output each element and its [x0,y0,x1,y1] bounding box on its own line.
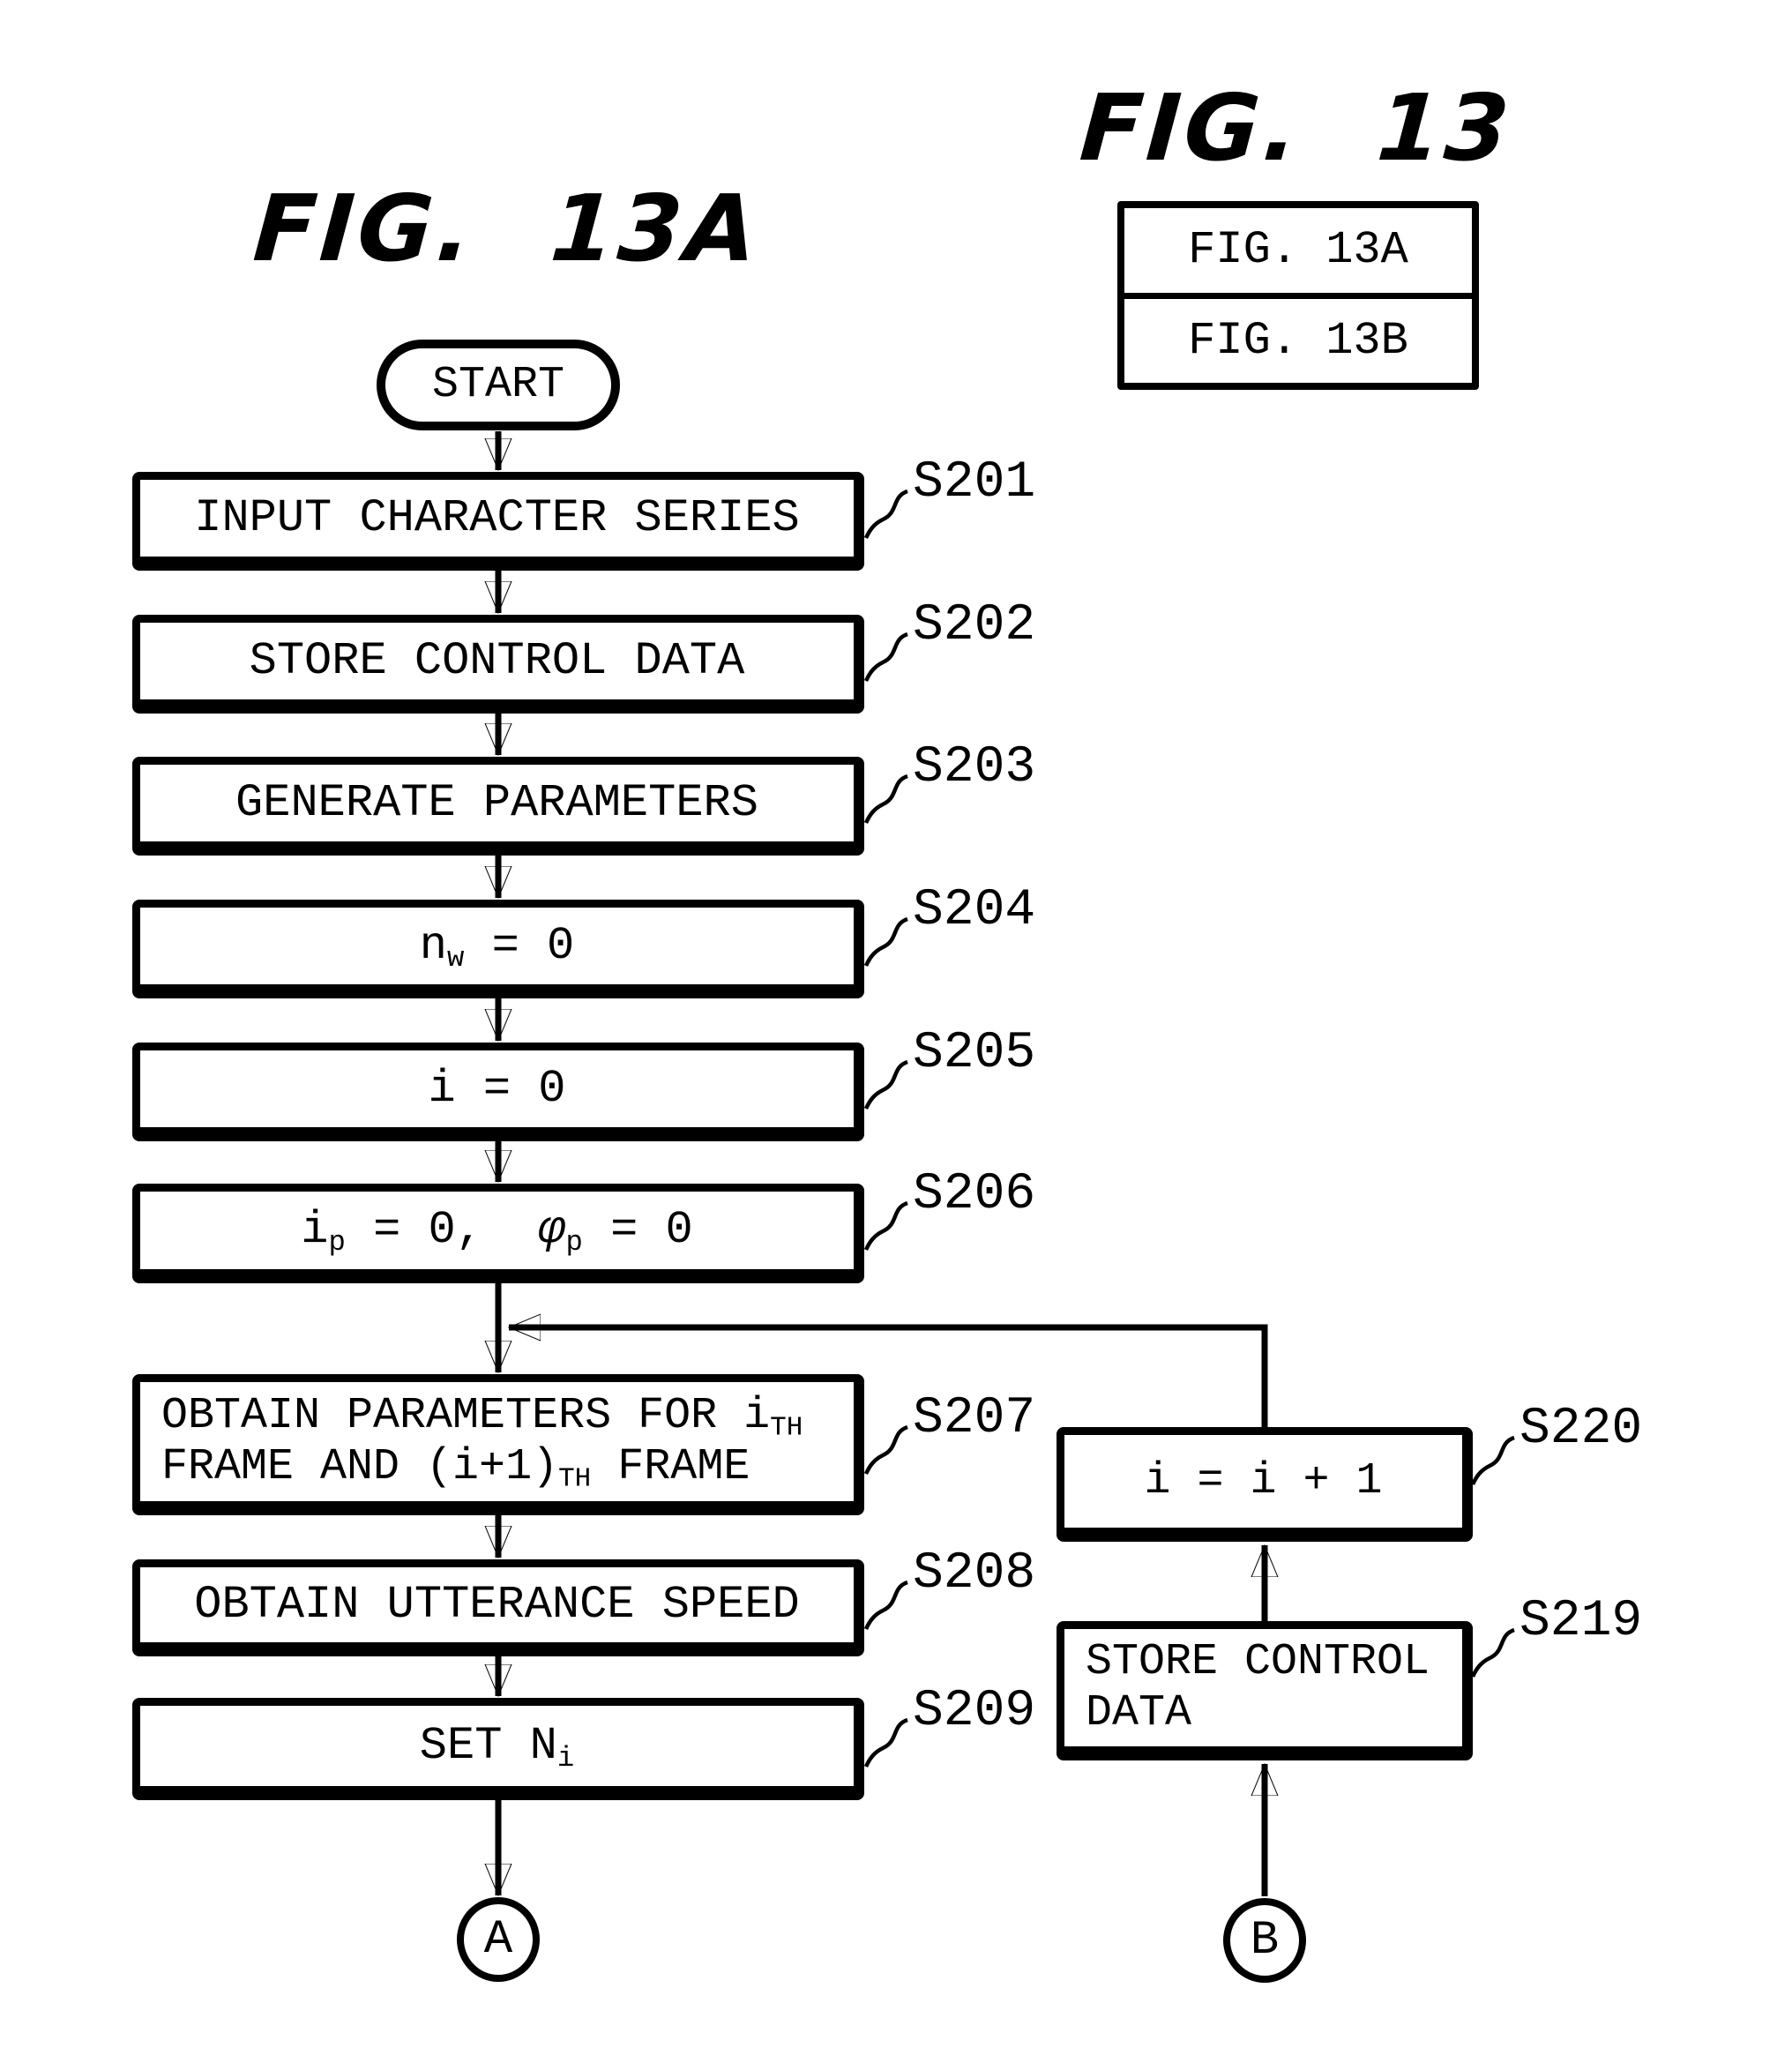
step-text-s219-line2: DATA [1086,1687,1192,1738]
subscript-p: p [328,1226,346,1259]
step-text-s204: nw = 0 [420,920,574,973]
figure-13-title: FIG. 13 [1076,74,1517,182]
step-label-s208: S208 [913,1545,1036,1603]
step-label-s203: S203 [913,739,1036,796]
key-table-row-13a: FIG. 13A [1124,208,1472,299]
step-text-s202: STORE CONTROL DATA [249,634,745,687]
step-box-s208: OBTAIN UTTERANCE SPEED [132,1559,864,1656]
offpage-connector-b: B [1223,1898,1306,1983]
step-label-s201: S201 [913,454,1036,512]
step-label-s206: S206 [913,1166,1036,1223]
subscript-th: TH [770,1412,803,1444]
step-text-s220: i = i + 1 [1144,1455,1383,1506]
step-text-s203: GENERATE PARAMETERS [235,776,758,829]
key-table-row-13b: FIG. 13B [1188,314,1408,367]
text-segment: = 0, [345,1204,539,1257]
step-box-s219: STORE CONTROL DATA [1057,1621,1473,1760]
leader-s219 [1470,1627,1515,1678]
subscript-i: i [556,1741,575,1775]
connector-a-label: A [483,1912,513,1967]
figure-key-table: FIG. 13A FIG. 13B [1117,201,1479,390]
step-box-s206: ip = 0, φp = 0 [132,1184,864,1283]
text-segment: FRAME [591,1441,750,1492]
feedback-line-s220-to-junction [509,1327,1268,1427]
text-segment: OBTAIN PARAMETERS FOR i [161,1391,771,1441]
step-box-s205: i = 0 [132,1043,864,1141]
step-label-s204: S204 [913,882,1036,939]
leader-s201 [863,489,908,539]
text-segment: FRAME AND (i+1) [161,1441,559,1492]
start-terminal: START [377,340,620,430]
step-text-s209: SET Ni [420,1720,574,1773]
step-text-s207-line1: OBTAIN PARAMETERS FOR iTH [161,1391,803,1442]
step-label-s202: S202 [913,597,1036,654]
step-text-s206: ip = 0, φp = 0 [301,1204,692,1257]
leader-s220 [1470,1435,1515,1485]
subscript-p: p [565,1226,583,1259]
step-text-s205: i = 0 [428,1062,566,1115]
text-segment: i [301,1204,329,1257]
step-text-s219-line1: STORE CONTROL [1086,1637,1430,1687]
step-box-s207: OBTAIN PARAMETERS FOR iTH FRAME AND (i+1… [132,1374,864,1515]
step-label-s209: S209 [913,1683,1036,1740]
leader-s202 [863,632,908,682]
leader-s204 [863,916,908,967]
leader-s203 [863,774,908,824]
text-segment: = 0 [582,1204,693,1257]
step-box-s209: SET Ni [132,1698,864,1800]
subscript-w: w [447,941,465,975]
step-text-s207-line2: FRAME AND (i+1)TH FRAME [161,1442,750,1493]
step-box-s202: STORE CONTROL DATA [132,615,864,714]
step-label-s219: S219 [1519,1593,1643,1650]
step-box-s203: GENERATE PARAMETERS [132,757,864,856]
phi-symbol: φ [538,1204,566,1257]
text-segment: SET N [419,1719,557,1772]
step-box-s204: nw = 0 [132,900,864,998]
leader-s206 [863,1200,908,1251]
figure-13a-title: FIG. 13A [250,175,765,282]
step-text-s208: OBTAIN UTTERANCE SPEED [194,1578,800,1631]
step-box-s201: INPUT CHARACTER SERIES [132,472,864,571]
step-label-s207: S207 [913,1390,1036,1447]
step-box-s220: i = i + 1 [1057,1427,1473,1542]
leader-s205 [863,1059,908,1110]
step-label-s205: S205 [913,1025,1036,1082]
text-segment: = 0 [464,919,575,972]
step-text-s201: INPUT CHARACTER SERIES [194,491,800,544]
text-segment: n [419,919,448,972]
connector-b-label: B [1250,1913,1280,1968]
start-label: START [431,360,565,410]
leader-s207 [863,1424,908,1475]
offpage-connector-a: A [457,1897,540,1982]
leader-s209 [863,1717,908,1768]
subscript-th: TH [558,1463,592,1495]
leader-s208 [863,1580,908,1630]
step-label-s220: S220 [1519,1401,1643,1458]
